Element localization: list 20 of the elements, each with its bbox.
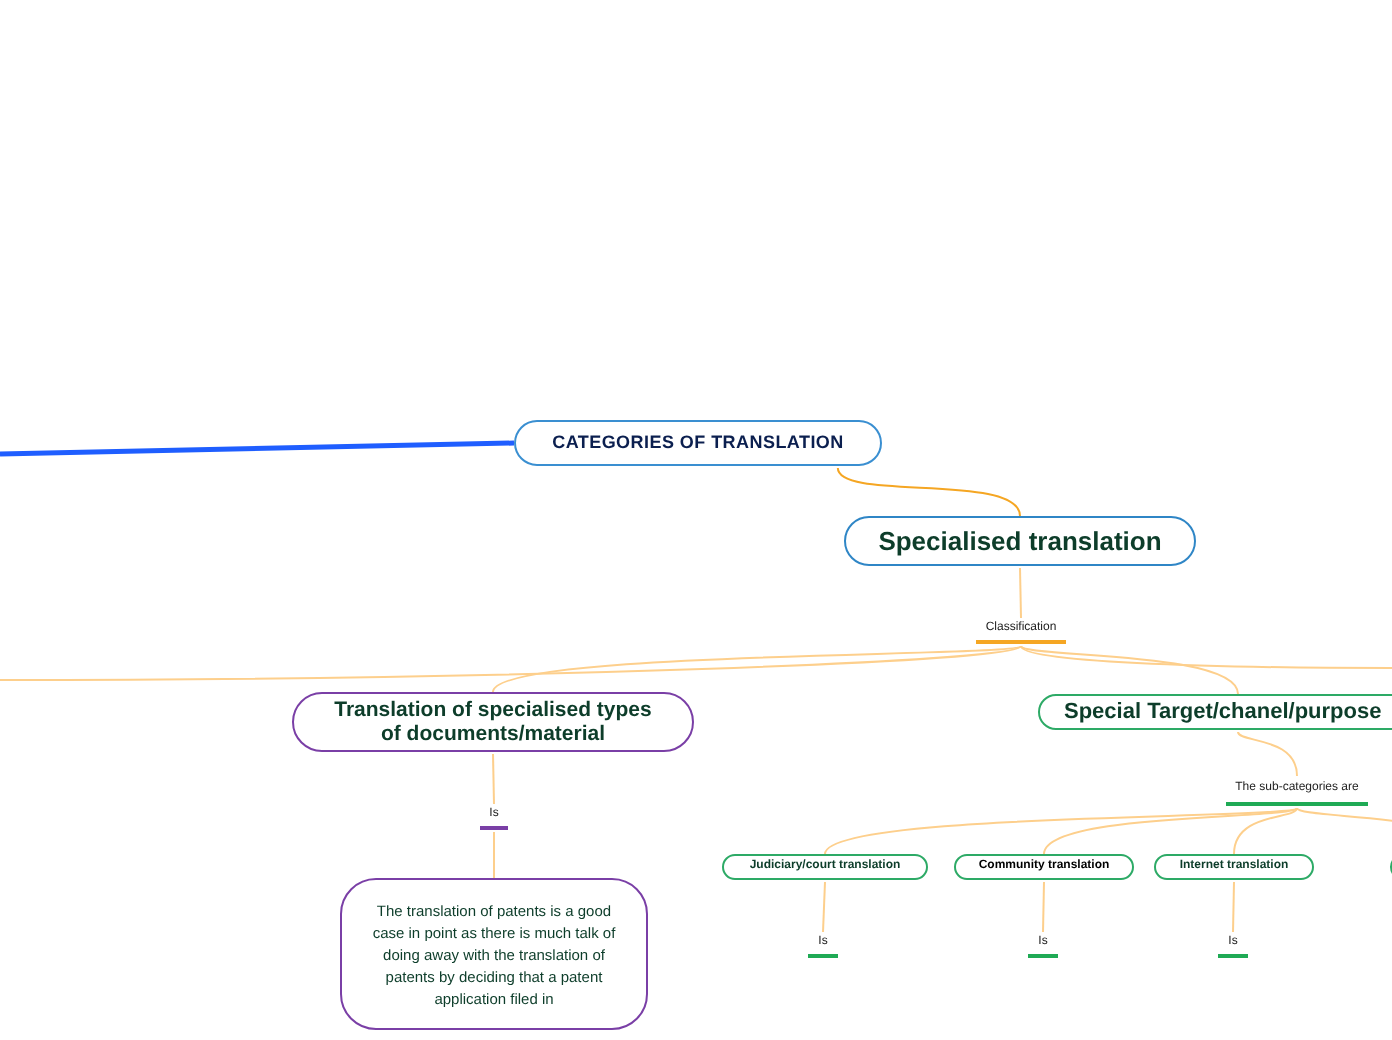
connector-line (1233, 807, 1298, 855)
connector-line (1237, 731, 1298, 777)
connector-line (1020, 645, 1392, 669)
connector-line (492, 645, 1022, 693)
topic-box: Specialised translation (844, 516, 1196, 566)
connector-line (836, 467, 1021, 517)
connector-line (1232, 881, 1235, 933)
connector-line (1020, 645, 1239, 695)
topic-box: CATEGORIES OF TRANSLATION (514, 420, 882, 466)
connector-line (1019, 567, 1022, 619)
connector-line (822, 881, 826, 933)
connector-line (1042, 881, 1045, 933)
topic-box: Special Target/chanel/purpose (1038, 694, 1392, 730)
connector-line (824, 807, 1298, 855)
connector-line (1043, 807, 1298, 855)
connector-line (0, 440, 515, 457)
topic-box: Translation of specialised types of documents/material (292, 692, 694, 752)
connector-line (492, 753, 495, 805)
connector-line (493, 831, 495, 879)
connector-line (0, 645, 1022, 681)
